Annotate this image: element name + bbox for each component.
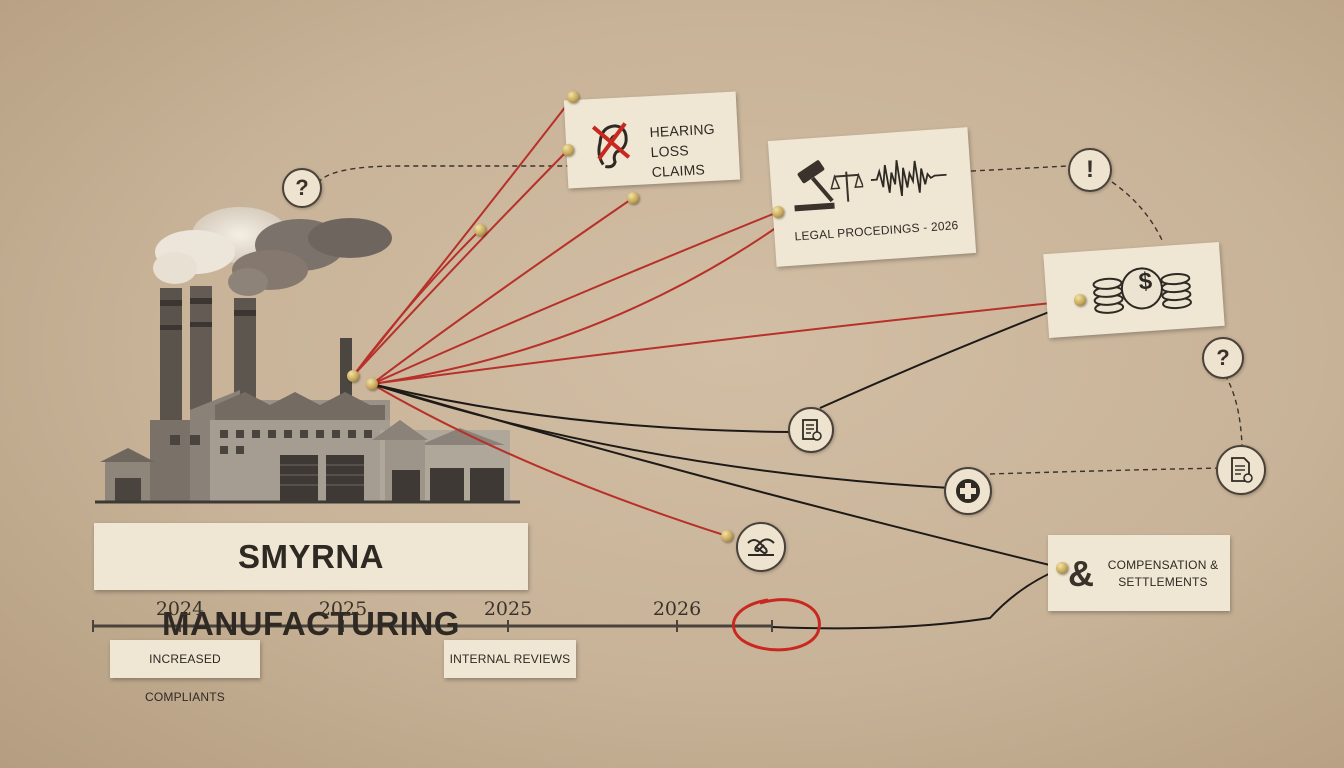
timeline-year-2026: 2026 bbox=[652, 598, 702, 620]
timeline-year-2024: 2024 bbox=[155, 598, 205, 620]
crossed-out-ear-icon bbox=[591, 122, 631, 169]
factory-smoke bbox=[153, 207, 392, 296]
increased-complaints-note: INCREASED COMPLIANTS bbox=[110, 640, 260, 704]
document-icon bbox=[788, 407, 834, 453]
handshake-icon bbox=[736, 522, 786, 572]
pushpin bbox=[474, 224, 486, 236]
hearing-card-title-line2: LOSS CLAIMS bbox=[650, 142, 706, 181]
exclamation-marker: ! bbox=[1068, 148, 1112, 192]
legal-card-title: LEGAL PROCEDINGS - 2026 bbox=[794, 218, 959, 244]
gavel-and-scales-icon bbox=[794, 160, 865, 212]
pushpin bbox=[567, 91, 579, 103]
compensation-card-line1: COMPENSATION & bbox=[1107, 558, 1219, 572]
pushpin bbox=[562, 144, 574, 156]
pushpin bbox=[1074, 294, 1086, 306]
medical-cross-icon bbox=[944, 467, 992, 515]
compensation-card: & COMPENSATION & SETTLEMENTS bbox=[1048, 535, 1230, 611]
compensation-card-line2: SETTLEMENTS bbox=[1118, 575, 1208, 589]
coin-stack-icon bbox=[1092, 267, 1192, 314]
factory-illustration bbox=[95, 286, 520, 504]
legal-proceedings-card: LEGAL PROCEDINGS - 2026 bbox=[767, 127, 977, 267]
settlement-money-card: $ bbox=[1043, 241, 1225, 339]
internal-reviews-note: INTERNAL REVIEWS bbox=[444, 640, 576, 678]
red-highlight-circle bbox=[731, 598, 821, 652]
pushpin bbox=[772, 206, 784, 218]
page-title: SMYRNA MANUFACTURING bbox=[162, 538, 460, 642]
pushpin bbox=[627, 192, 639, 204]
title-card: SMYRNA MANUFACTURING bbox=[94, 523, 528, 642]
pushpin bbox=[347, 370, 359, 382]
pushpin bbox=[366, 378, 378, 390]
dollar-symbol: $ bbox=[1137, 267, 1154, 296]
pushpin bbox=[1056, 562, 1068, 574]
timeline-year-2025-a: 2025 bbox=[318, 598, 368, 620]
timeline-year-2025-b: 2025 bbox=[483, 598, 533, 620]
pushpin bbox=[721, 530, 733, 542]
ampersand-icon: & bbox=[1068, 553, 1095, 594]
dashed-connectors bbox=[317, 165, 1243, 475]
report-icon bbox=[1216, 445, 1266, 495]
hearing-loss-card: HEARING LOSS CLAIMS bbox=[563, 91, 741, 189]
timeline bbox=[92, 620, 773, 632]
sound-wave-icon bbox=[870, 160, 947, 197]
black-strings bbox=[371, 299, 1081, 630]
question-marker-2: ? bbox=[1202, 337, 1244, 379]
question-marker-1: ? bbox=[282, 168, 322, 208]
